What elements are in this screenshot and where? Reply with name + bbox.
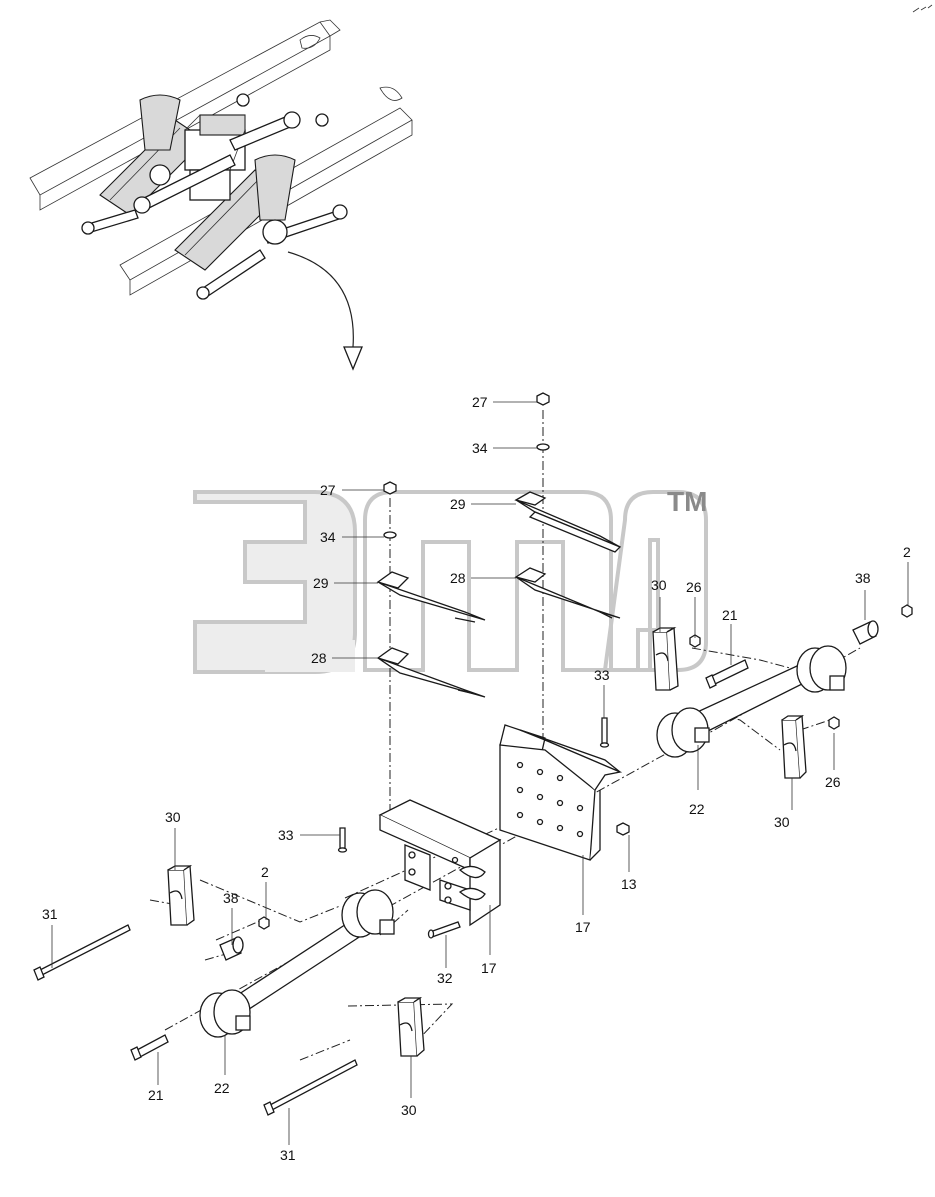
- callout-34: 34: [320, 529, 336, 545]
- nut-2-left: [258, 916, 270, 930]
- bushing-38-left: [219, 936, 244, 961]
- callout-34: 34: [472, 440, 488, 456]
- bolt-33-right: [599, 717, 610, 748]
- shim-plate-29-right: [514, 491, 622, 553]
- callout-17: 17: [481, 960, 497, 976]
- shim-plate-28-right: [514, 567, 621, 619]
- callout-33: 33: [594, 667, 610, 683]
- callout-17: 17: [575, 919, 591, 935]
- callout-13: 13: [621, 876, 637, 892]
- callout-26: 26: [825, 774, 841, 790]
- nut-26-right-bottom: [828, 716, 840, 730]
- callout-31: 31: [42, 906, 58, 922]
- callout-2: 2: [261, 864, 269, 880]
- shim-plate-28-left: [376, 647, 486, 698]
- callout-21: 21: [722, 607, 738, 623]
- trademark-symbol: TM: [667, 486, 707, 517]
- callout-22: 22: [214, 1080, 230, 1096]
- corner-mark: [912, 4, 933, 13]
- torque-rod-22-right: [656, 645, 847, 758]
- long-bolt-31-top: [33, 924, 131, 981]
- nut-27-top-left: [383, 481, 397, 495]
- bushing-38-right: [852, 620, 879, 645]
- bolt-33-left: [337, 827, 348, 853]
- clamp-30-right-top: [652, 626, 679, 691]
- callout-32: 32: [437, 970, 453, 986]
- bracket-17-right: [499, 724, 623, 861]
- clamp-30-right-bottom: [781, 714, 807, 779]
- callout-27: 27: [472, 394, 488, 410]
- callout-31: 31: [280, 1147, 296, 1163]
- callout-33: 33: [278, 827, 294, 843]
- bracket-17-left: [378, 799, 502, 927]
- callout-30: 30: [401, 1102, 417, 1118]
- bolt-21-right: [705, 659, 749, 689]
- nut-27-top-right: [536, 392, 550, 406]
- bolt-21-left: [130, 1034, 169, 1061]
- callout-2: 2: [903, 544, 911, 560]
- torque-rod-22-left: [199, 889, 395, 1038]
- nut-13: [616, 822, 630, 836]
- callout-38: 38: [223, 890, 239, 906]
- callouts: 27 34 29 28 27 34 29 28 30 26 21 38 2 33…: [42, 394, 911, 1163]
- callout-29: 29: [450, 496, 466, 512]
- leader-lines: [51, 401, 909, 1145]
- callout-28: 28: [311, 650, 327, 666]
- callout-30: 30: [651, 577, 667, 593]
- washer-34-top-right: [536, 443, 550, 451]
- callout-26: 26: [686, 579, 702, 595]
- callout-28: 28: [450, 570, 466, 586]
- long-bolt-31-bottom: [263, 1059, 358, 1116]
- callout-22: 22: [689, 801, 705, 817]
- shim-plate-29-left: [376, 571, 486, 623]
- callout-38: 38: [855, 570, 871, 586]
- overview-assembly: [29, 19, 413, 371]
- callout-30: 30: [165, 809, 181, 825]
- callout-30: 30: [774, 814, 790, 830]
- bolt-32: [427, 921, 461, 939]
- callout-29: 29: [313, 575, 329, 591]
- watermark-logo: TM: [193, 486, 708, 674]
- washer-34-top-left: [383, 531, 397, 539]
- clamp-30-left-bottom: [397, 996, 425, 1057]
- nut-2-right: [901, 604, 913, 618]
- callout-21: 21: [148, 1087, 164, 1103]
- callout-27: 27: [320, 482, 336, 498]
- clamp-30-left-top: [167, 864, 195, 926]
